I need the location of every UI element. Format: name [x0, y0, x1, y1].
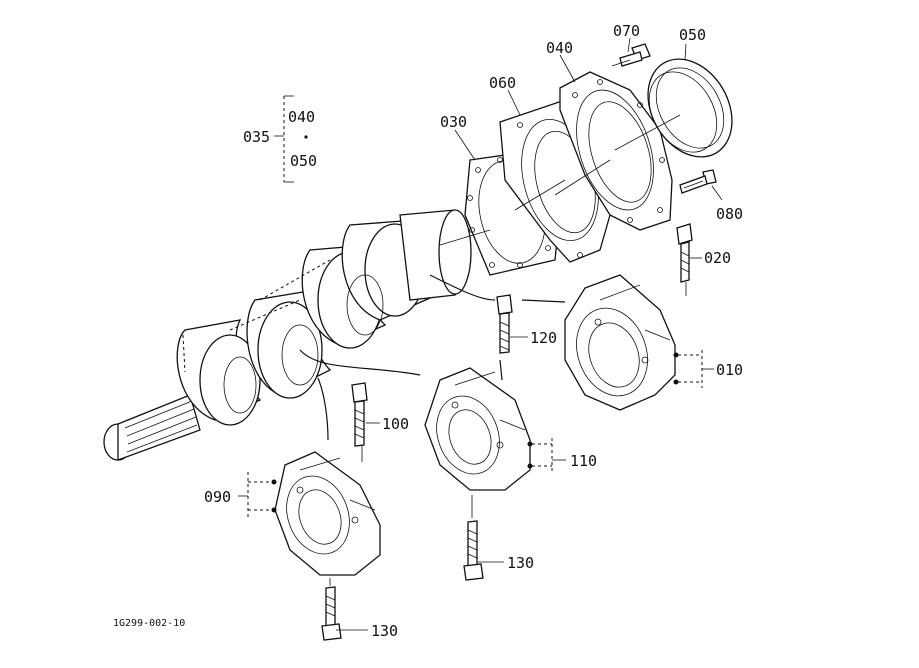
label-050: 050	[679, 26, 706, 44]
label-130-upper: 130	[507, 554, 534, 572]
bolt-100	[351, 382, 368, 447]
label-030: 030	[440, 113, 467, 131]
bolt-120	[496, 294, 513, 354]
label-080: 080	[716, 205, 743, 223]
label-120: 120	[530, 329, 557, 347]
label-090: 090	[204, 488, 231, 506]
label-060: 060	[489, 74, 516, 92]
crankshaft	[103, 209, 472, 461]
label-050-group: 050	[290, 152, 317, 170]
assembly-lines	[299, 114, 687, 586]
label-040: 040	[546, 39, 573, 57]
plate-040	[559, 71, 673, 231]
bearing-case-110	[424, 367, 531, 491]
label-070: 070	[613, 22, 640, 40]
label-020: 020	[704, 249, 731, 267]
bearing-case-090	[274, 451, 381, 576]
label-040-group: 040	[288, 108, 315, 126]
label-130-lower: 130	[371, 622, 398, 640]
label-100: 100	[382, 415, 409, 433]
leader-lines	[238, 37, 723, 631]
drawing-code: 1G299-002-10	[113, 618, 185, 629]
bolt-130-lower	[321, 586, 342, 641]
bolt-130-upper	[463, 520, 484, 581]
label-035: 035	[243, 128, 270, 146]
part-labels: 035 040 050 030 060 040 070 050 080 020 …	[113, 22, 743, 640]
bearing-case-010	[564, 274, 676, 411]
bolt-020	[676, 223, 693, 283]
bolt-080	[679, 169, 717, 194]
label-110: 110	[570, 452, 597, 470]
label-010: 010	[716, 361, 743, 379]
bolt-070	[611, 43, 651, 67]
